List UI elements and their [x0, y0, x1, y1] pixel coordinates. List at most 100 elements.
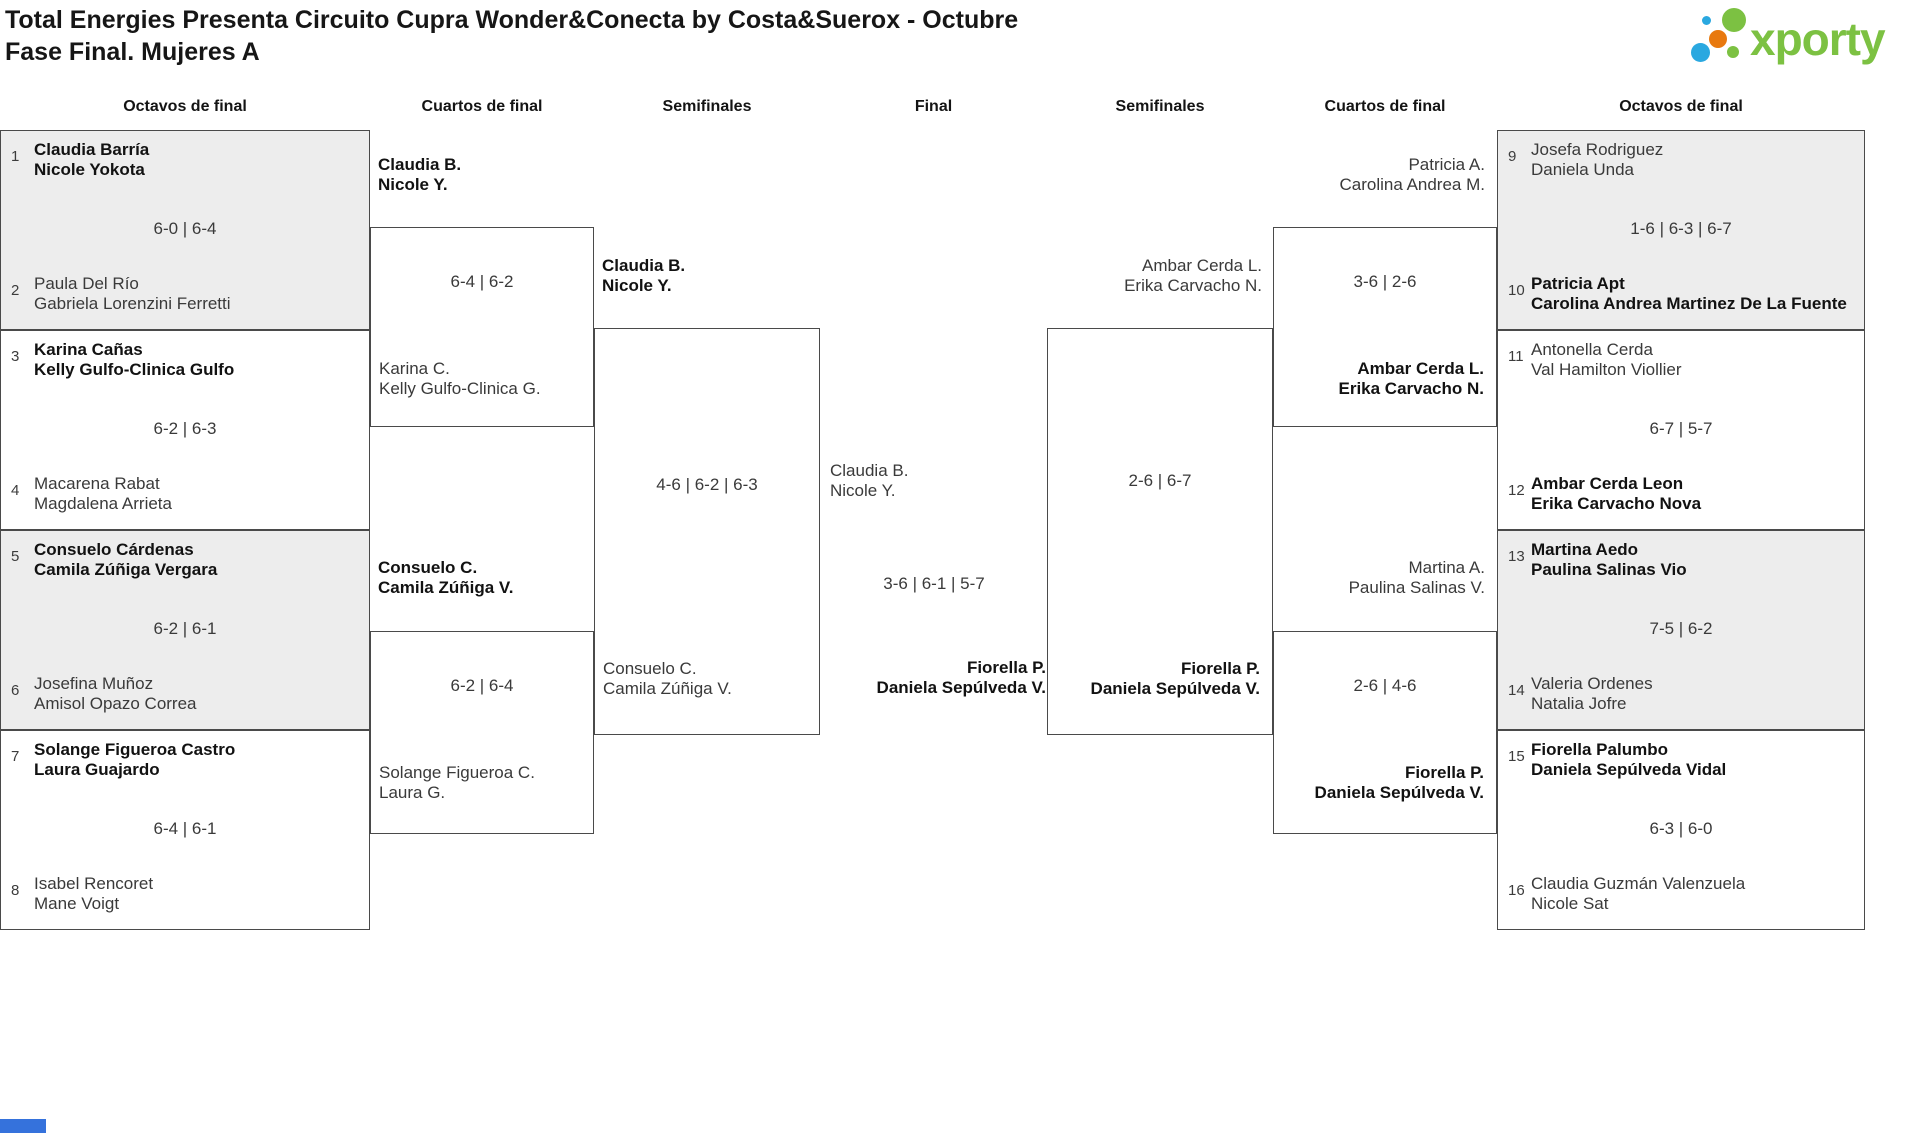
player-name: Solange Figueroa Castro	[34, 740, 236, 759]
match-box-r16-left-3: 5 Consuelo Cárdenas Camila Zúñiga Vergar…	[0, 530, 370, 730]
xporty-logo[interactable]: xporty	[1688, 4, 1916, 74]
qf-left-1-winner: Claudia B. Nicole Y.	[378, 155, 461, 195]
round-header-final: Final	[914, 98, 953, 115]
match-box-qf-left-1: 6-4 | 6-2 Karina C. Kelly Gulfo-Clinica …	[370, 227, 594, 427]
round-header-octavos-left: Octavos de final	[123, 98, 247, 115]
player-name: Camila Zúñiga Vergara	[34, 560, 218, 579]
player-name: Claudia Guzmán Valenzuela	[1531, 874, 1746, 893]
match-score: 4-6 | 6-2 | 6-3	[656, 475, 758, 494]
logo-dot-orange	[1709, 30, 1727, 48]
seed-number: 9	[1508, 148, 1517, 165]
seed-number: 11	[1508, 348, 1524, 365]
player-name: Mane Voigt	[34, 894, 120, 913]
qf-left-2-winner: Consuelo C. Camila Zúñiga V.	[378, 558, 513, 598]
seed-number: 2	[11, 282, 20, 299]
team-name: Consuelo C. Camila Zúñiga V.	[603, 659, 732, 699]
team-name: Claudia Guzmán Valenzuela Nicole Sat	[1531, 874, 1745, 914]
match-box-r16-right-4: 15 Fiorella Palumbo Daniela Sepúlveda Vi…	[1497, 730, 1865, 930]
player-name: Nicole Yokota	[34, 160, 145, 179]
player-name: Magdalena Arrieta	[34, 494, 172, 513]
team-name: Solange Figueroa Castro Laura Guajardo	[34, 740, 235, 780]
player-name: Nicole Y.	[602, 276, 672, 295]
round-header-semis-left: Semifinales	[662, 98, 752, 115]
player-name: Kelly Gulfo-Clinica Gulfo	[34, 360, 235, 379]
player-name: Erika Carvacho Nova	[1531, 494, 1702, 513]
player-name: Fiorella P.	[966, 658, 1046, 677]
seed-number: 15	[1508, 748, 1525, 765]
match-score: 2-6 | 4-6	[1353, 676, 1417, 695]
player-name: Patricia A.	[1408, 155, 1485, 174]
player-name: Ambar Cerda L.	[1357, 359, 1484, 378]
match-box-r16-right-3: 13 Martina Aedo Paulina Salinas Vio 7-5 …	[1497, 530, 1865, 730]
match-box-qf-left-2: 6-2 | 6-4 Solange Figueroa C. Laura G.	[370, 631, 594, 834]
round-header-octavos-right: Octavos de final	[1619, 98, 1743, 115]
seed-number: 6	[11, 682, 20, 699]
match-score: 1-6 | 6-3 | 6-7	[1630, 219, 1732, 238]
match-score: 2-6 | 6-7	[1128, 471, 1192, 490]
logo-text: xporty	[1750, 13, 1886, 65]
player-name: Daniela Sepúlveda Vidal	[1531, 760, 1727, 779]
team-name: Isabel Rencoret Mane Voigt	[34, 874, 153, 914]
player-name: Fiorella P.	[1404, 763, 1484, 782]
team-name: Josefina Muñoz Amisol Opazo Correa	[34, 674, 197, 714]
player-name: Amisol Opazo Correa	[34, 694, 197, 713]
sf-left-winner: Claudia B. Nicole Y.	[602, 256, 685, 296]
player-name: Patricia Apt	[1531, 274, 1625, 293]
player-name: Isabel Rencoret	[34, 874, 154, 893]
team-name: Karina C. Kelly Gulfo-Clinica G.	[379, 359, 541, 399]
team-name: Fiorella P. Daniela Sepúlveda V.	[1315, 763, 1484, 803]
player-name: Martina A.	[1408, 558, 1485, 577]
match-box-sf-left: 4-6 | 6-2 | 6-3 Consuelo C. Camila Zúñig…	[594, 328, 820, 735]
player-name: Macarena Rabat	[34, 474, 160, 493]
match-box-qf-right-1: 3-6 | 2-6 Ambar Cerda L. Erika Carvacho …	[1273, 227, 1497, 427]
team-name: Valeria Ordenes Natalia Jofre	[1531, 674, 1653, 714]
match-score: 6-2 | 6-4	[450, 676, 514, 695]
seed-number: 10	[1508, 282, 1525, 299]
player-name: Paulina Salinas V.	[1348, 578, 1485, 597]
player-name: Consuelo C.	[378, 558, 478, 577]
player-name: Consuelo C.	[603, 659, 697, 678]
player-name: Claudia B.	[378, 155, 462, 174]
match-box-r16-left-1: 1 Claudia Barría Nicole Yokota 6-0 | 6-4…	[0, 130, 370, 330]
qf-right-2-top-team: Martina A. Paulina Salinas V.	[1273, 558, 1485, 598]
player-name: Ambar Cerda L.	[1142, 256, 1262, 275]
team-name: Patricia Apt Carolina Andrea Martinez De…	[1531, 274, 1865, 314]
player-name: Carolina Andrea M.	[1339, 175, 1485, 194]
player-name: Valeria Ordenes	[1531, 674, 1653, 693]
player-name: Josefa Rodriguez	[1531, 140, 1664, 159]
player-name: Carolina Andrea Martinez De La Fuente	[1531, 294, 1847, 313]
qf-right-1-top-team: Patricia A. Carolina Andrea M.	[1273, 155, 1485, 195]
final-score: 3-6 | 6-1 | 5-7	[883, 574, 985, 593]
player-name: Daniela Sepúlveda V.	[1090, 679, 1260, 698]
seed-number: 3	[11, 348, 20, 365]
player-name: Fiorella P.	[1180, 659, 1260, 678]
team-name: Solange Figueroa C. Laura G.	[379, 763, 535, 803]
match-score: 3-6 | 2-6	[1353, 272, 1417, 291]
player-name: Laura Guajardo	[34, 760, 160, 779]
team-name: Consuelo Cárdenas Camila Zúñiga Vergara	[34, 540, 217, 580]
player-name: Daniela Sepúlveda V.	[1314, 783, 1484, 802]
player-name: Karina C.	[379, 359, 450, 378]
team-name: Claudia Barría Nicole Yokota	[34, 140, 149, 180]
logo-dot-blue-small	[1702, 16, 1711, 25]
round-header-cuartos-left: Cuartos de final	[421, 98, 543, 115]
player-name: Daniela Unda	[1531, 160, 1635, 179]
team-name: Martina Aedo Paulina Salinas Vio	[1531, 540, 1687, 580]
match-box-r16-right-1: 9 Josefa Rodriguez Daniela Unda 1-6 | 6-…	[1497, 130, 1865, 330]
seed-number: 14	[1508, 682, 1525, 699]
seed-number: 13	[1508, 548, 1525, 565]
player-name: Josefina Muñoz	[34, 674, 154, 693]
player-name: Fiorella Palumbo	[1531, 740, 1668, 759]
match-score: 7-5 | 6-2	[1649, 619, 1713, 638]
round-header-semis-right: Semifinales	[1115, 98, 1205, 115]
bottom-left-blue-bar	[0, 1119, 46, 1133]
tournament-name: Total Energies Presenta Circuito Cupra W…	[5, 6, 1019, 34]
page-title: Total Energies Presenta Circuito Cupra W…	[5, 4, 1018, 68]
player-name: Paulina Salinas Vio	[1531, 560, 1687, 579]
player-name: Gabriela Lorenzini Ferretti	[34, 294, 231, 313]
player-name: Natalia Jofre	[1531, 694, 1627, 713]
match-score: 6-4 | 6-1	[153, 819, 217, 838]
player-name: Val Hamilton Viollier	[1531, 360, 1682, 379]
seed-number: 12	[1508, 482, 1525, 499]
